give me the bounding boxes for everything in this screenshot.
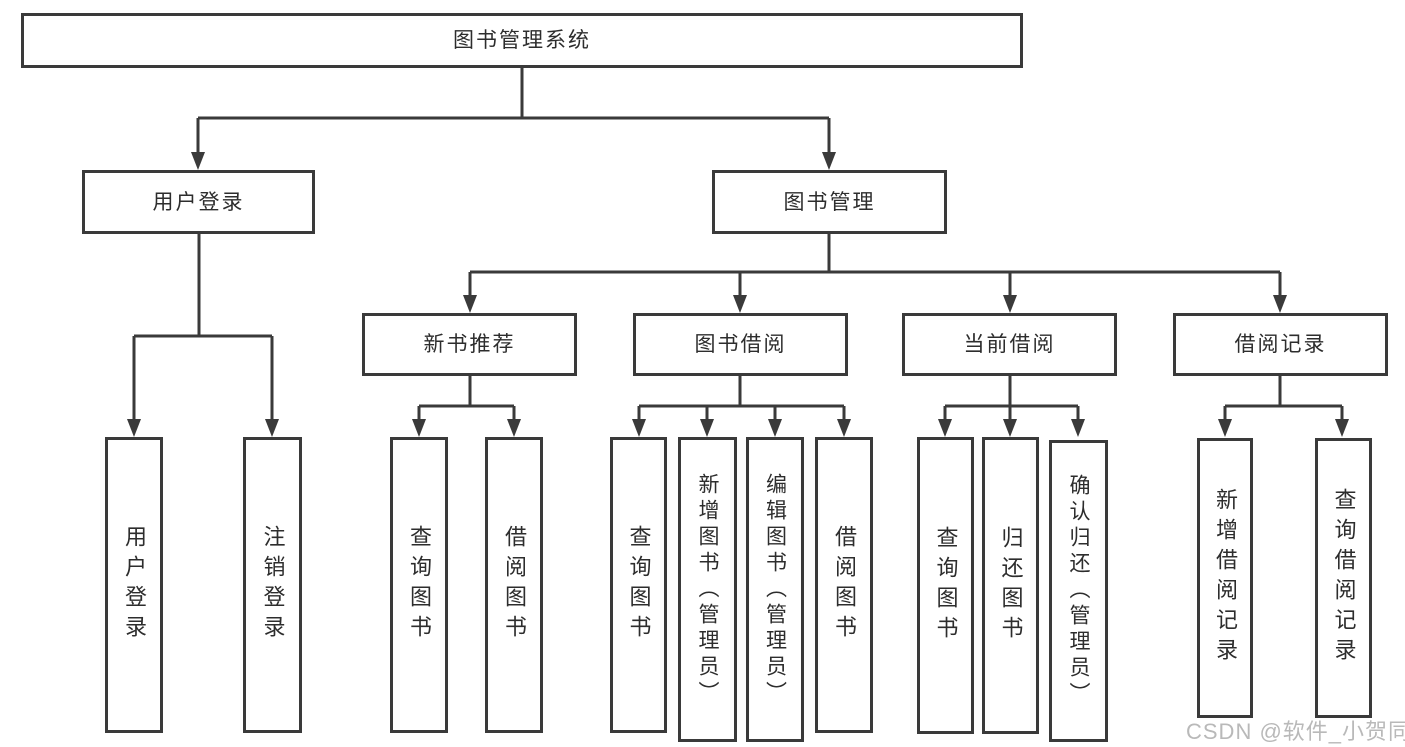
leaf-query-book-under-current: 查询图书 — [917, 437, 974, 734]
leaf-add-borrow-record: 新增借阅记录 — [1197, 438, 1253, 718]
node-root-system: 图书管理系统 — [21, 13, 1023, 68]
node-user-login: 用户登录 — [82, 170, 315, 234]
node-book-borrowing: 图书借阅 — [633, 313, 848, 376]
leaf-confirm-return-admin: 确认归还（管理员） — [1049, 440, 1108, 742]
leaf-return-book: 归还图书 — [982, 437, 1039, 734]
leaf-user-login: 用户登录 — [105, 437, 163, 733]
leaf-borrow-book-under-new-book: 借阅图书 — [485, 437, 543, 733]
arrowheads — [127, 152, 1349, 437]
leaf-query-book-under-new-book: 查询图书 — [390, 437, 448, 733]
node-new-book-recommend: 新书推荐 — [362, 313, 577, 376]
csdn-watermark: CSDN @软件_小贺同学 — [1186, 719, 1405, 744]
leaf-logout: 注销登录 — [243, 437, 302, 733]
leaf-edit-book-admin: 编辑图书（管理员） — [746, 437, 804, 742]
node-borrowing-records: 借阅记录 — [1173, 313, 1388, 376]
leaf-borrow-book-under-borrowing: 借阅图书 — [815, 437, 873, 733]
node-book-management: 图书管理 — [712, 170, 947, 234]
leaf-query-borrow-record: 查询借阅记录 — [1315, 438, 1372, 718]
leaf-add-book-admin: 新增图书（管理员） — [678, 437, 737, 742]
leaf-query-book-under-borrowing: 查询图书 — [610, 437, 667, 733]
node-current-borrowing: 当前借阅 — [902, 313, 1117, 376]
